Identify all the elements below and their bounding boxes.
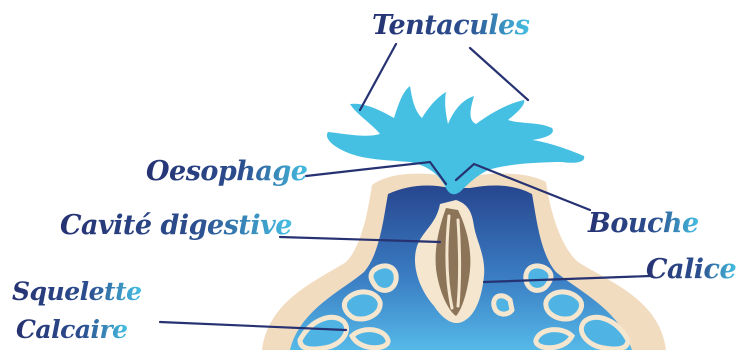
label-tentacules: Tentacules <box>372 10 530 41</box>
tentacle-crown <box>327 86 584 194</box>
label-calice: Calice <box>646 254 736 285</box>
leader-tentacules-left <box>360 44 396 110</box>
label-calcaire: Calcaire <box>16 315 128 344</box>
label-squelette: Squelette <box>12 277 142 306</box>
label-bouche: Bouche <box>587 208 699 239</box>
label-oesophage: Oesophage <box>146 156 308 187</box>
label-cavite-digestive: Cavité digestive <box>60 210 292 241</box>
leader-tentacules-right <box>470 48 528 100</box>
